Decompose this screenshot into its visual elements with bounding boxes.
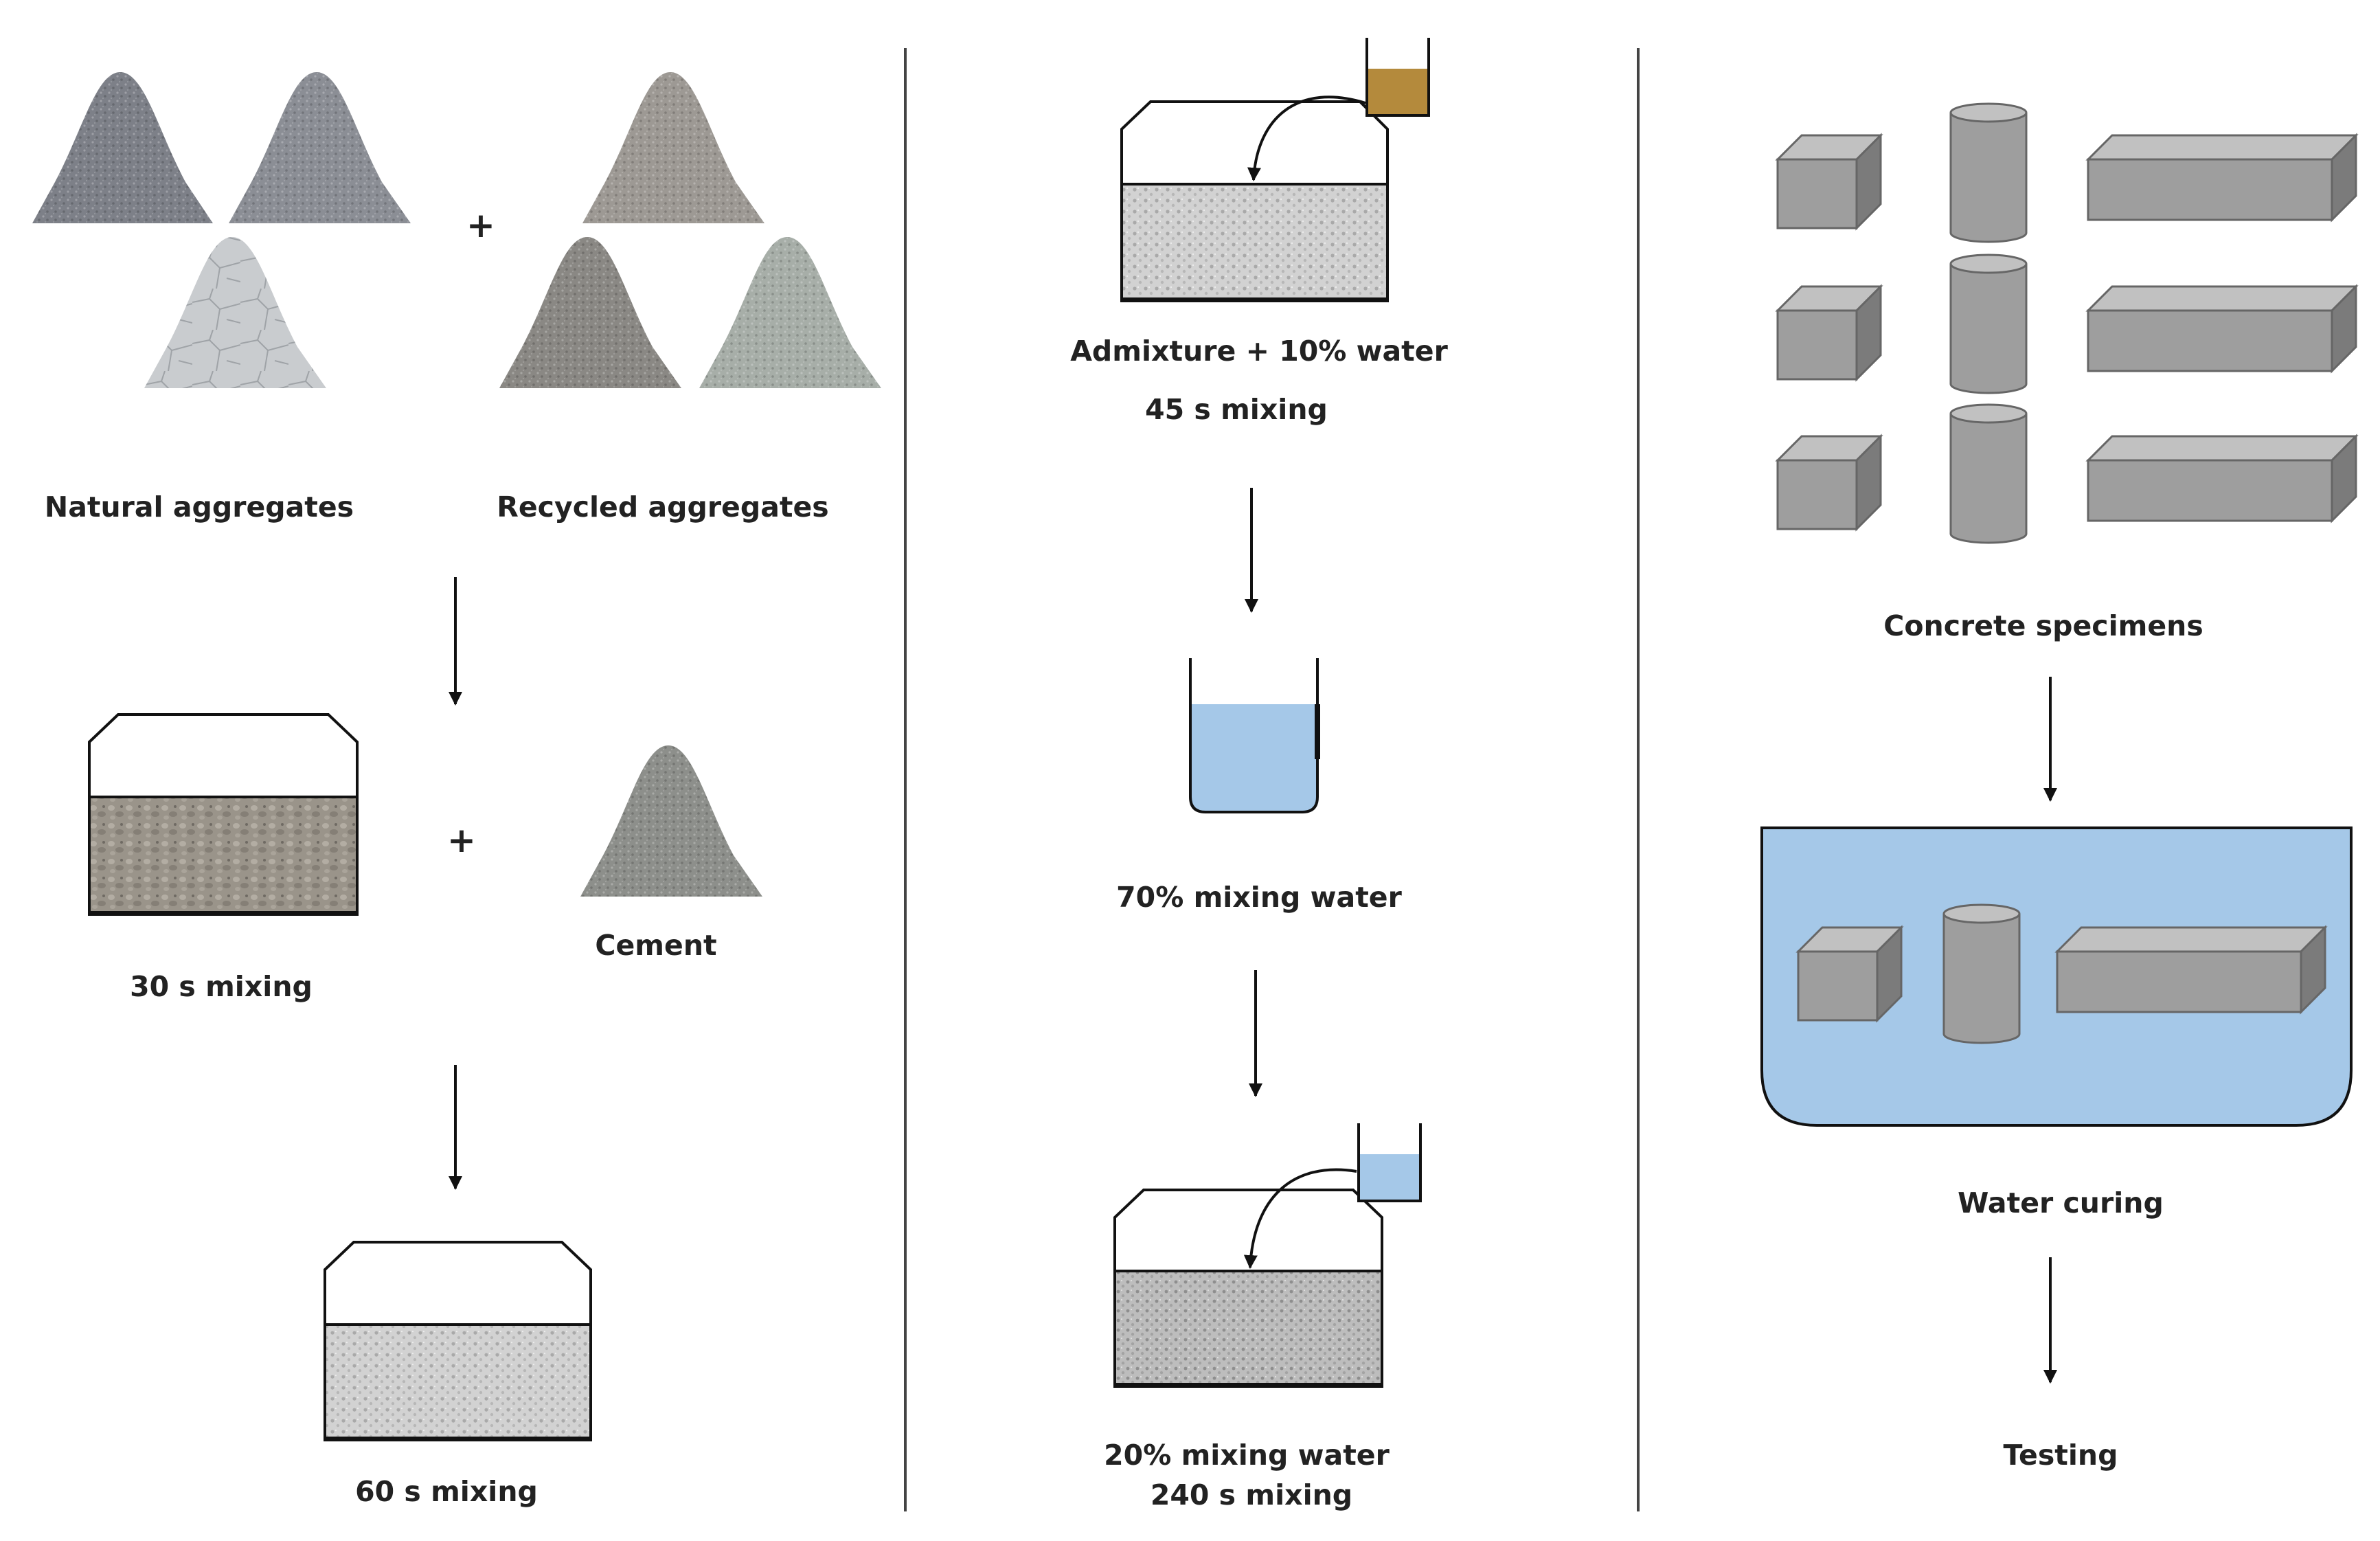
- admixture-beaker: [1365, 38, 1430, 117]
- dry-mix-fill: [324, 1323, 592, 1439]
- water-beaker-20: [1357, 1123, 1422, 1202]
- recycled-aggregate-pile-1: [582, 72, 764, 223]
- mixer-aggregates: [88, 713, 359, 916]
- water-curing-label: Water curing: [1958, 1186, 2164, 1219]
- arrow-pour-water: [1243, 1168, 1357, 1269]
- mix-45s-label: 45 s mixing: [1145, 393, 1328, 426]
- specimen-cylinder-3: [1949, 403, 2028, 544]
- concrete-specimens: [1775, 102, 2359, 544]
- curing-cylinder: [1942, 903, 2021, 1044]
- mixer-final-fill: [1113, 1270, 1383, 1386]
- water-20-liquid: [1359, 1154, 1420, 1201]
- cement-label: Cement: [595, 929, 716, 962]
- specimen-cube-1: [1775, 133, 1883, 231]
- natural-aggregate-pile-3: [144, 237, 326, 388]
- recycled-aggregate-pile-2: [499, 237, 681, 388]
- water-20-label: 20% mixing water: [1104, 1439, 1390, 1472]
- concrete-specimens-label: Concrete specimens: [1883, 609, 2203, 642]
- water-70-label: 70% mixing water: [1116, 881, 1402, 914]
- testing-label: Testing: [2004, 1439, 2118, 1472]
- specimen-cube-3: [1775, 434, 1883, 532]
- specimen-prism-1: [2085, 133, 2359, 223]
- admixture-label: Admixture + 10% water: [1070, 335, 1448, 368]
- mixer-60s: [324, 1241, 592, 1441]
- mixer-final: [1113, 1189, 1383, 1388]
- admixture-liquid: [1367, 69, 1429, 115]
- aggregate-mix-fill: [88, 796, 359, 914]
- curing-prism: [2054, 925, 2328, 1015]
- cement-pile: [580, 745, 762, 897]
- water-beaker-70: [1189, 658, 1320, 813]
- recycled-aggregate-pile-3: [699, 237, 881, 388]
- natural-aggregate-pile-1: [32, 72, 213, 223]
- specimen-cylinder-1: [1949, 102, 2028, 243]
- mixer-admixture-fill: [1120, 183, 1389, 300]
- curing-specimens: [1795, 903, 2328, 1044]
- specimen-cylinder-2: [1949, 254, 2028, 394]
- natural-aggregate-pile-2: [229, 72, 411, 223]
- specimen-cube-2: [1775, 284, 1883, 382]
- plus-sign-cement: +: [447, 820, 476, 860]
- mix-30s-label: 30 s mixing: [130, 970, 313, 1003]
- specimen-prism-2: [2085, 284, 2359, 374]
- mixer-admixture: [1120, 100, 1389, 302]
- mix-60s-label: 60 s mixing: [355, 1475, 538, 1508]
- recycled-aggregates-label: Recycled aggregates: [497, 491, 828, 524]
- arrow-pour-admixture: [1247, 95, 1366, 181]
- natural-aggregates-label: Natural aggregates: [45, 491, 354, 524]
- curing-cube: [1795, 925, 1904, 1023]
- plus-sign-aggregates: +: [466, 205, 495, 245]
- water-70-liquid: [1190, 704, 1317, 812]
- specimen-prism-3: [2085, 434, 2359, 524]
- mix-240s-label: 240 s mixing: [1151, 1478, 1352, 1511]
